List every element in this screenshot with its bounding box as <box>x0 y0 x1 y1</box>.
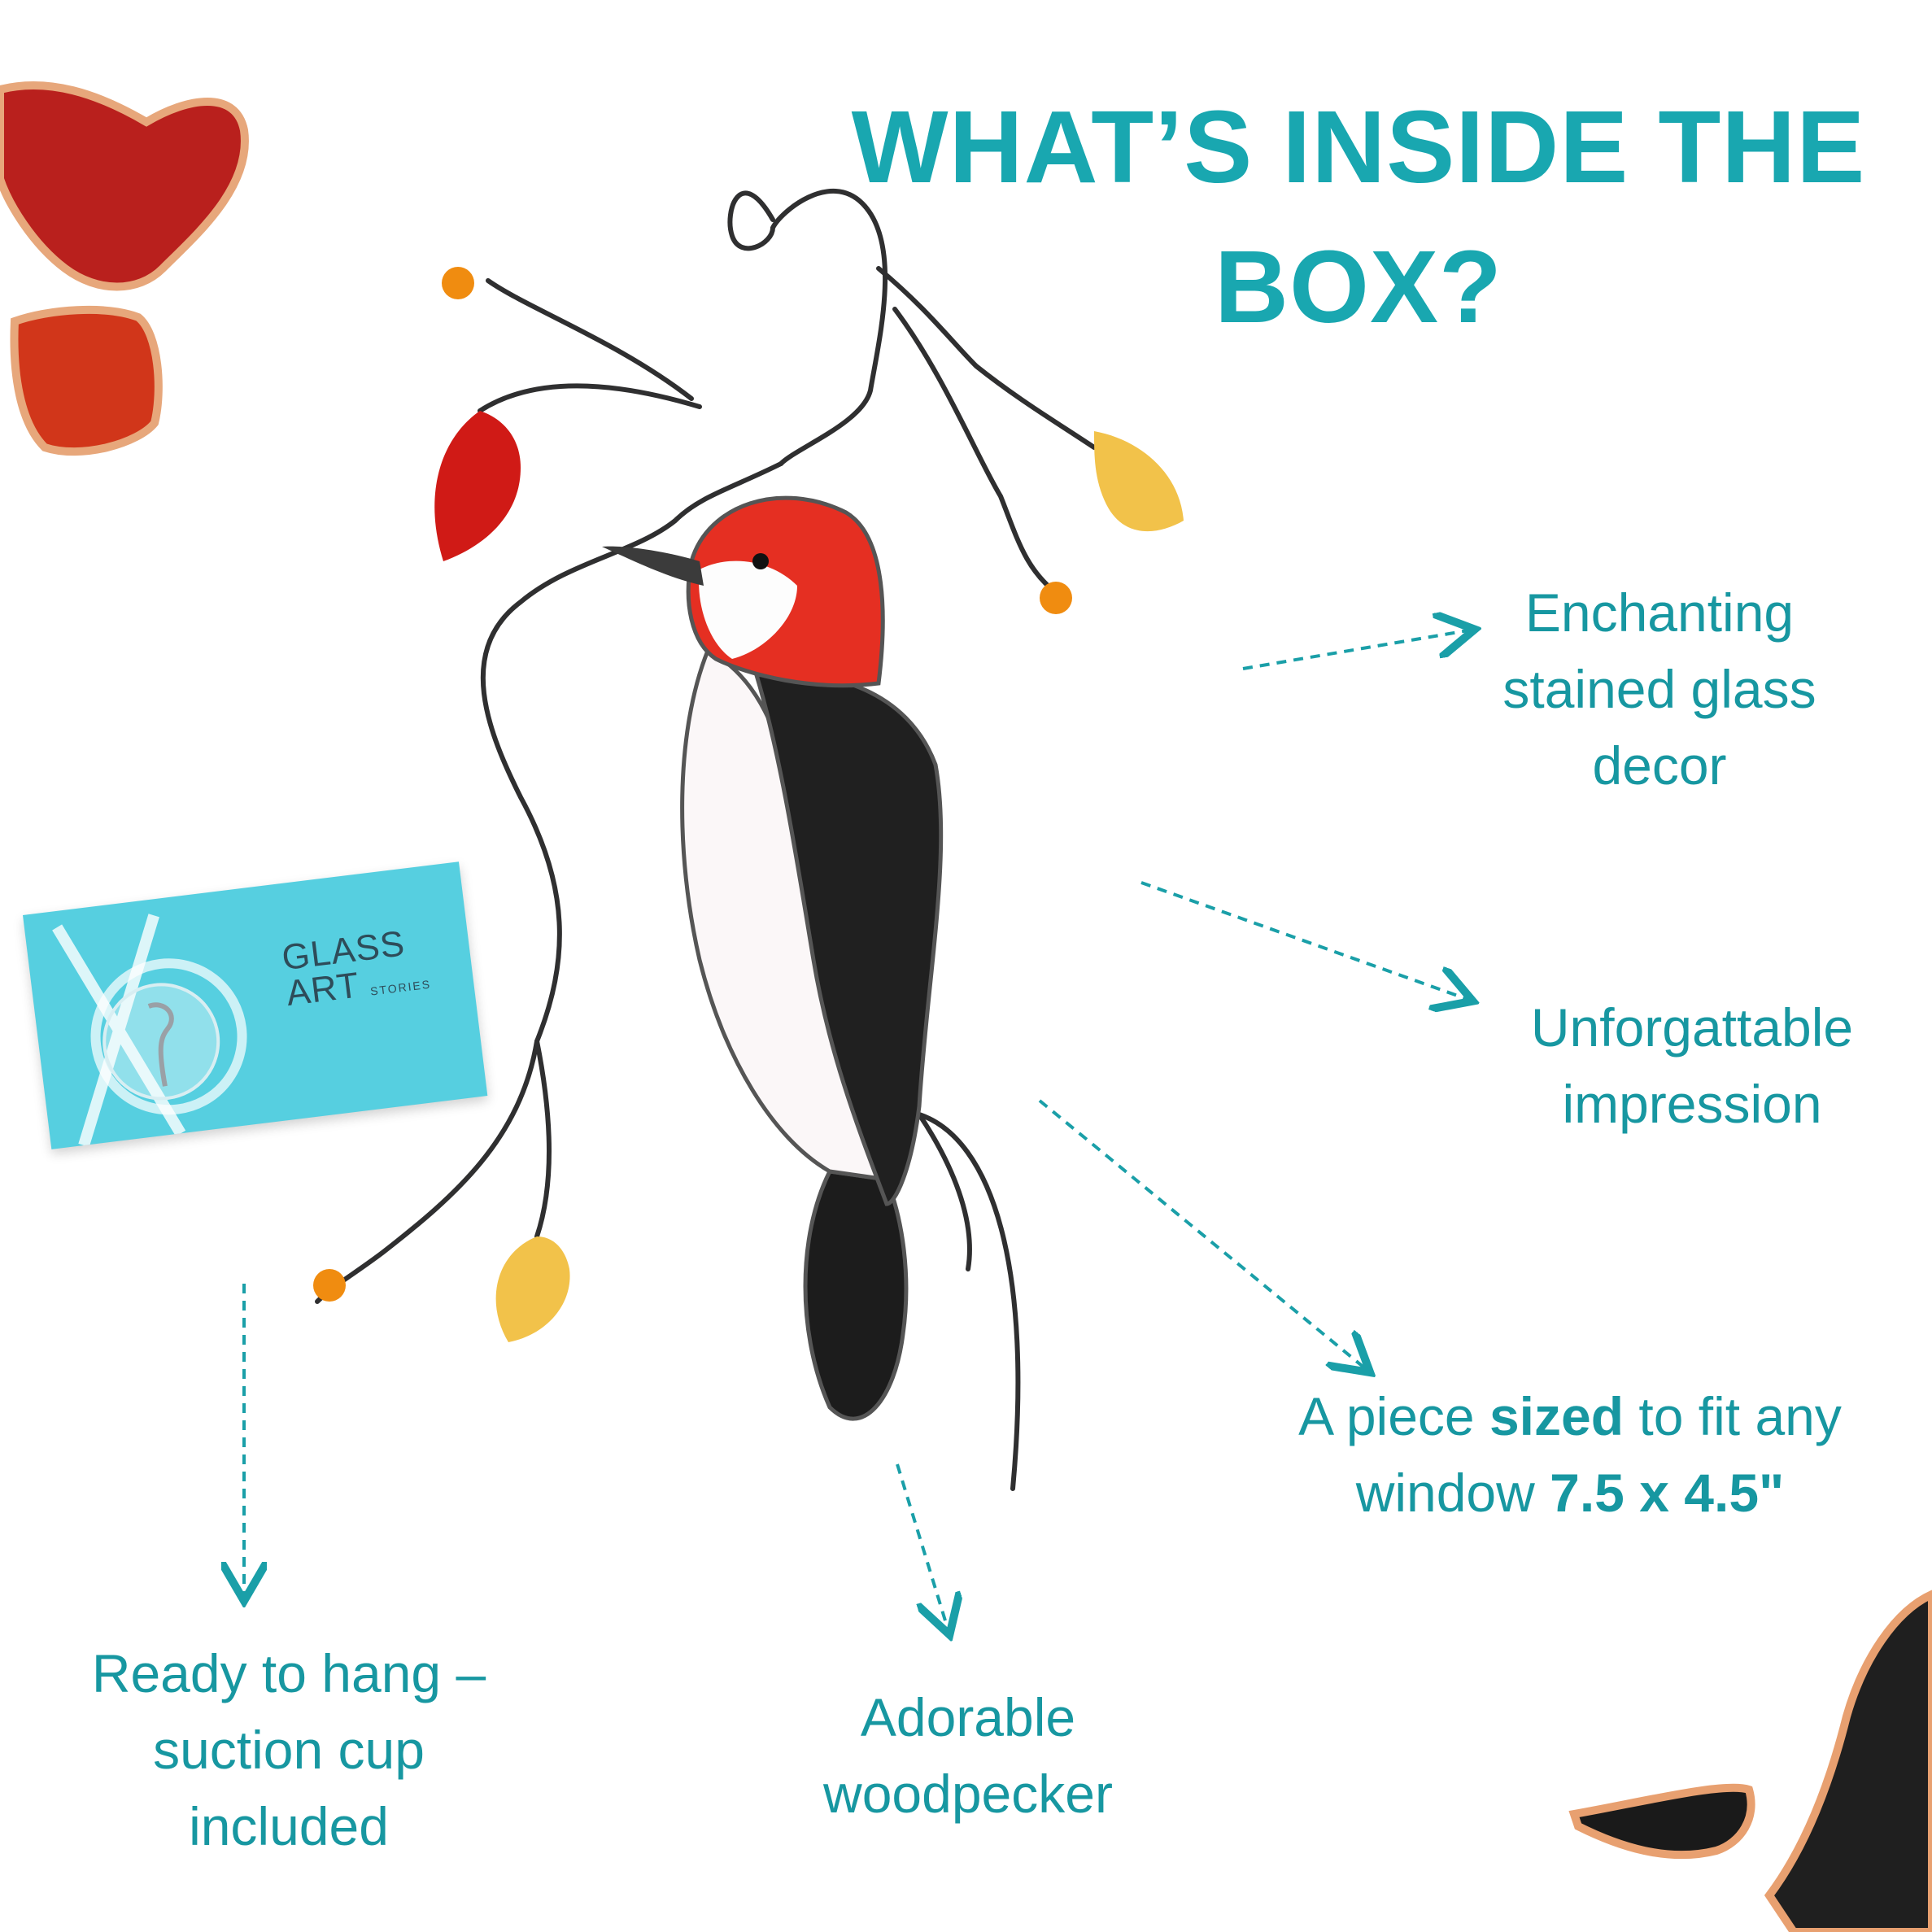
arrow-to-decor <box>1242 630 1468 670</box>
amber-bead <box>1040 582 1072 614</box>
page-title: WHAT’S INSIDE THE BOX? <box>851 89 1866 344</box>
red-leaf <box>434 411 521 561</box>
bird-eye <box>752 553 769 569</box>
dark-glass-shard <box>1764 1590 1932 1932</box>
caption-stained-glass: Enchanting stained glass decor <box>1502 582 1816 796</box>
yellow-leaf <box>495 1236 570 1342</box>
red-glass-shard-small <box>10 305 163 456</box>
bird-beak <box>602 546 704 586</box>
caption-ready-to-hang: Ready to hang – suction cup included <box>91 1643 486 1856</box>
woodpecker-figure <box>602 495 944 1421</box>
dark-glass-shard-small <box>1568 1783 1755 1860</box>
arrow-to-size <box>1038 1099 1365 1368</box>
hook-icon <box>147 1002 174 1087</box>
bird-wing <box>753 672 944 1206</box>
amber-bead <box>442 267 474 299</box>
caption-woodpecker: Adorable woodpecker <box>823 1687 1113 1824</box>
caption-impression: Unforgattable impression <box>1530 997 1854 1134</box>
yellow-leaf <box>1094 431 1184 532</box>
bird-tail <box>803 1169 909 1421</box>
bird-cheek <box>699 560 797 659</box>
amber-bead <box>313 1269 346 1302</box>
arrow-to-woodpecker <box>896 1463 948 1629</box>
card-logo-mark <box>52 914 247 1148</box>
arrow-to-impression <box>1140 881 1467 999</box>
caption-size: A piece sized to fit any window 7.5 x 4.… <box>1298 1386 1842 1523</box>
brand-card: GLASS ART STORIES <box>23 861 488 1149</box>
wire-branches <box>315 189 1097 1491</box>
red-glass-shard <box>0 81 249 291</box>
